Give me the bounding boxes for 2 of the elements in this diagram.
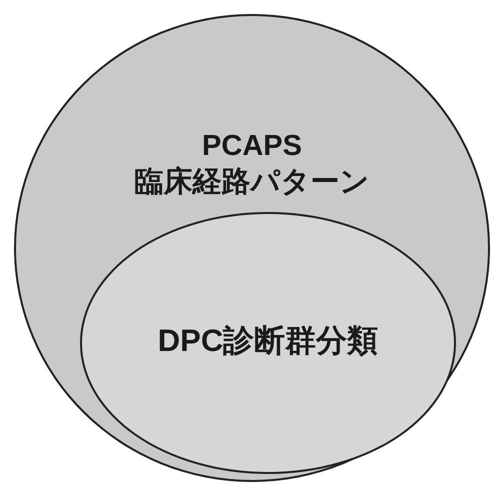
circle-label: PCAPS 臨床経路パターン [134,130,370,198]
ellipse-label: DPC診断群分類 [158,323,378,358]
